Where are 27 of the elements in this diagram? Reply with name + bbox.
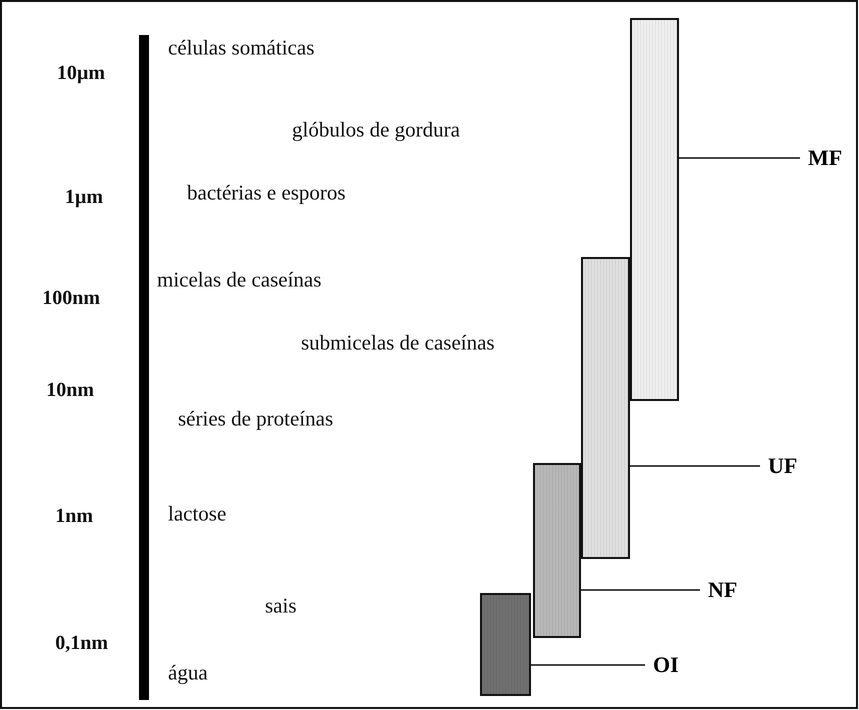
scale-tick-label: 10µm	[56, 62, 105, 84]
particle-label: bactérias e esporos	[187, 181, 346, 205]
scale-tick-label: 1nm	[55, 505, 93, 527]
scale-tick-label: 0,1nm	[55, 632, 108, 654]
scale-tick-label: 100nm	[42, 287, 100, 309]
range-bar	[480, 593, 531, 696]
particle-label: lactose	[168, 502, 226, 526]
range-bar	[581, 257, 630, 559]
process-label: NF	[700, 579, 738, 601]
range-bar	[533, 463, 581, 638]
particle-label: água	[168, 661, 208, 685]
particle-label: séries de proteínas	[178, 407, 334, 431]
particle-label: glóbulos de gordura	[292, 118, 460, 142]
leader-line	[581, 589, 700, 591]
leader-line	[531, 664, 645, 666]
leader-line	[679, 157, 800, 159]
range-bar	[630, 18, 679, 401]
particle-label: sais	[265, 594, 296, 618]
process-label: OI	[645, 654, 679, 676]
scale-tick-label: 1µm	[64, 186, 103, 208]
particle-label: micelas de caseínas	[157, 268, 322, 292]
particle-label: submicelas de caseínas	[301, 331, 495, 355]
leader-line	[630, 465, 760, 467]
scale-tick-label: 10nm	[46, 379, 94, 401]
process-label: MF	[800, 147, 842, 169]
particle-label: células somáticas	[168, 36, 314, 60]
process-label: UF	[760, 455, 798, 477]
